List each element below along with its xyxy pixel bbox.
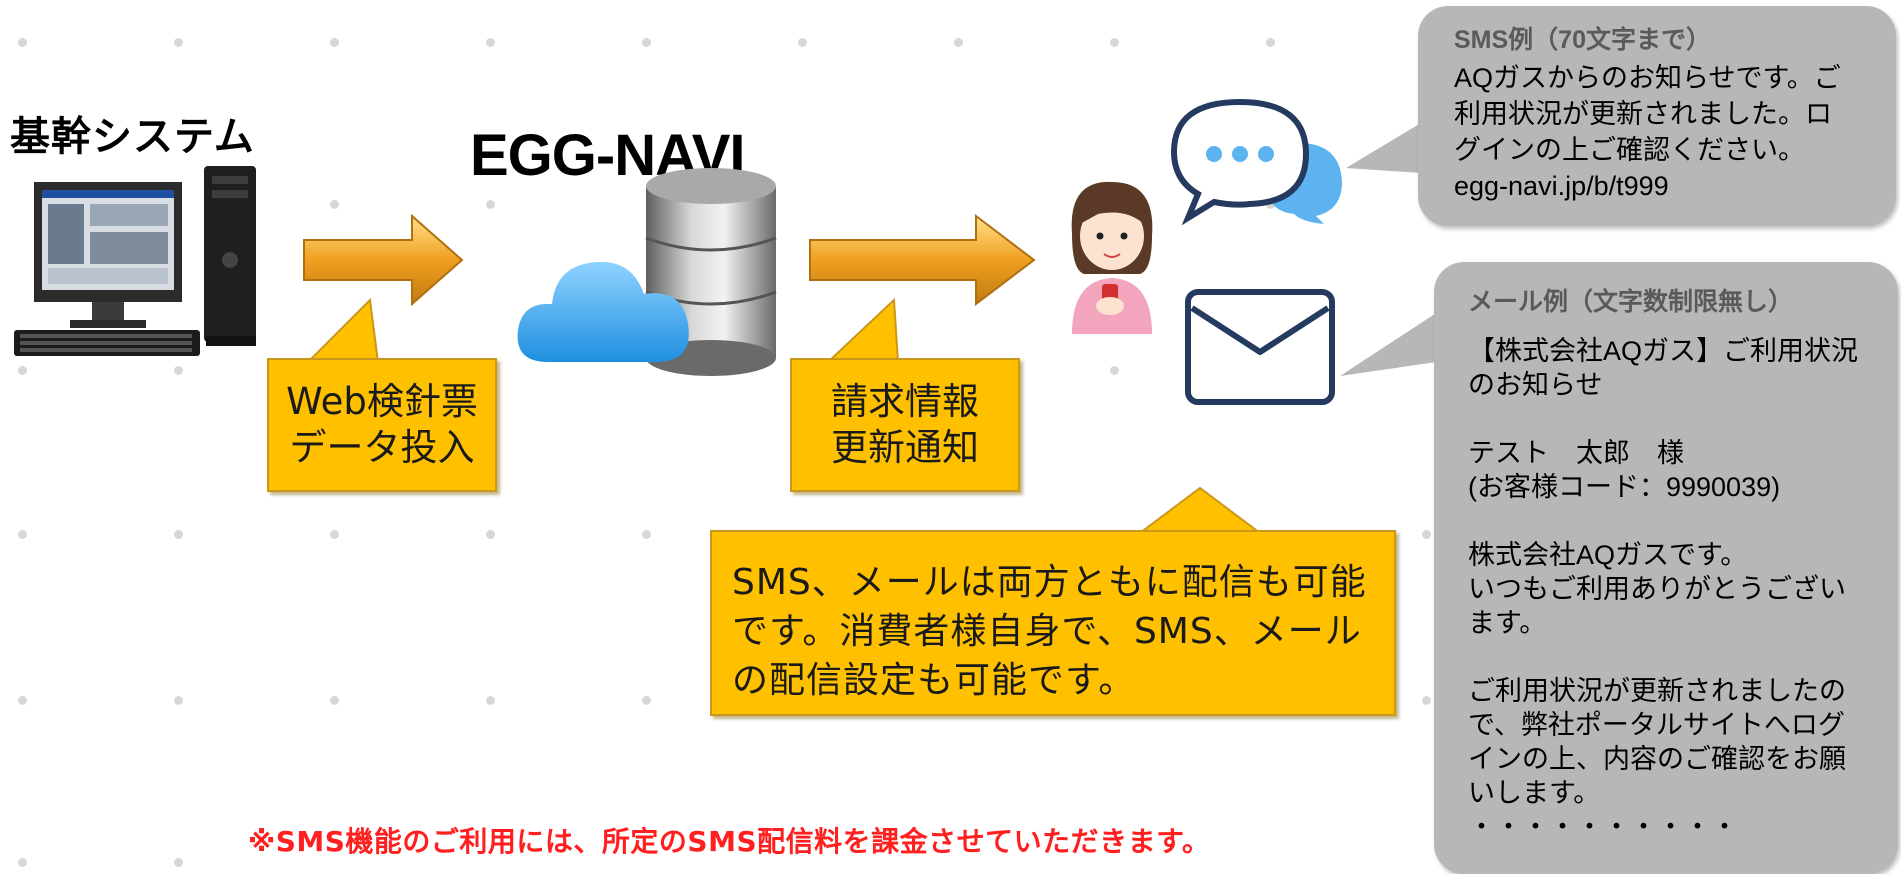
sms-fee-footnote: ※SMS機能のご利用には、所定のSMS配信料を課金させていただきます。: [248, 825, 1211, 858]
chat-bubbles-icon: [1170, 98, 1342, 226]
person-with-phone-icon: [1071, 181, 1153, 334]
arrow-icon: [809, 213, 1036, 307]
note-box-pointer: [1100, 486, 1300, 536]
sms-example-title: SMS例（70文字まで）: [1454, 26, 1711, 54]
cloud-icon: [517, 261, 689, 362]
callout-billing-update-notice: 請求情報 更新通知: [790, 358, 1020, 492]
callout-input-line2: データ投入: [289, 426, 475, 469]
core-system-label: 基幹システム: [10, 114, 255, 160]
mail-example-panel: メール例（文字数制限無し） 【株式会社AQガス】ご利用状況 のお知らせ テスト …: [1434, 262, 1898, 874]
callout-notify-pointer: [826, 297, 900, 362]
computer-icon: [14, 166, 256, 356]
database-icon: [645, 168, 777, 376]
mail-example-title: メール例（文字数制限無し）: [1468, 288, 1794, 316]
note-line1: SMS、メールは両方ともに配信も可能: [732, 562, 1367, 603]
mail-example-body: 【株式会社AQガス】ご利用状況 のお知らせ テスト 太郎 様 (お客様コード：9…: [1468, 336, 1859, 842]
callout-notify-line1: 請求情報: [831, 380, 979, 423]
arrow-icon: [303, 213, 464, 307]
callout-web-reading-input: Web検針票 データ投入: [267, 358, 497, 492]
delivery-options-note: SMS、メールは両方ともに配信も可能 です。消費者様自身で、SMS、メール の配…: [710, 530, 1396, 716]
sms-example-body: AQガスからのお知らせです。ご 利用状況が更新されました。ロ グインの上ご確認く…: [1454, 63, 1841, 201]
sms-panel-pointer: [1346, 114, 1436, 174]
sms-example-panel: SMS例（70文字まで） AQガスからのお知らせです。ご 利用状況が更新されまし…: [1418, 6, 1896, 226]
envelope-icon: [1185, 289, 1335, 405]
callout-notify-line2: 更新通知: [831, 426, 979, 469]
callout-input-pointer: [306, 297, 380, 362]
mail-panel-pointer: [1340, 304, 1450, 376]
note-line3: の配信設定も可能です。: [732, 660, 1136, 701]
note-line2: です。消費者様自身で、SMS、メール: [732, 611, 1362, 652]
callout-input-line1: Web検針票: [286, 380, 478, 423]
